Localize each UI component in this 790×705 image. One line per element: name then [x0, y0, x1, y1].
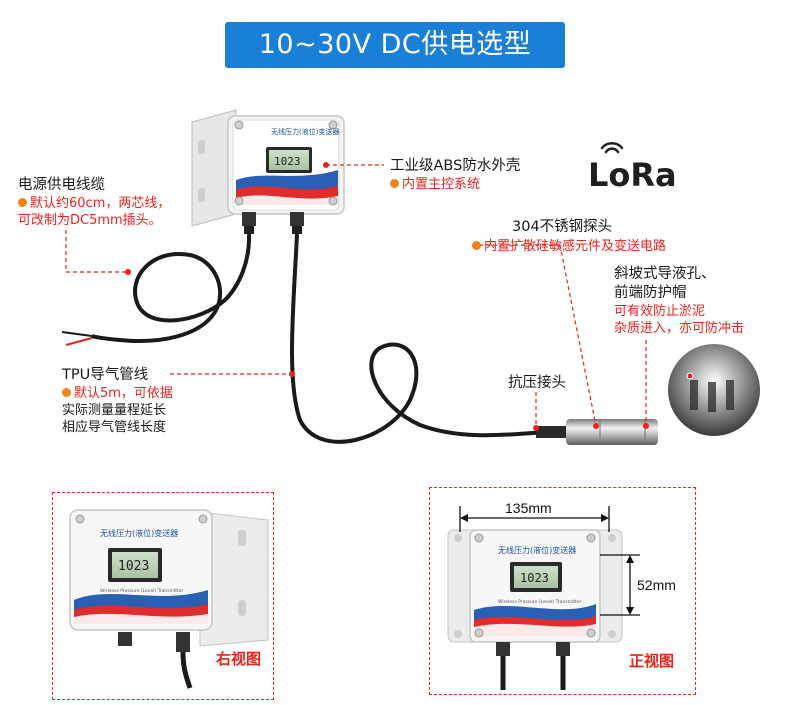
front-view-subtitle: Wireless Pressure (Level) Transmitter — [498, 599, 582, 605]
probe-heading: 304不锈钢探头 — [512, 219, 613, 235]
right-view-brand-text: 无线压力(液位)变送器 — [100, 528, 178, 538]
device-brand-text: 无线压力(液位)变送器 — [271, 127, 339, 136]
right-view-device — [69, 509, 269, 689]
cap-callout: 斜坡式导液孔、 前端防护帽 可有效防止淤泥 杂质进入，亦可防冲击 — [614, 265, 744, 337]
cap-heading-2: 前端防护帽 — [614, 285, 687, 301]
bullet-dot — [472, 241, 481, 250]
front-view-device — [447, 529, 623, 690]
tpu-callout: TPU导气管线 默认5m，可依据 实际测量量程延长 相应导气管线长度 — [62, 366, 173, 436]
bullet-dot — [18, 198, 27, 207]
fitting-heading: 抗压接头 — [508, 375, 566, 391]
width-dimension-label: 135mm — [505, 500, 552, 516]
power-wire-red — [65, 337, 93, 346]
tpu-note-1: 默认5m，可依据 — [62, 385, 173, 402]
lora-logo-text: LoRa — [588, 156, 677, 194]
power-wire-black — [61, 331, 93, 337]
tpu-cable — [289, 233, 549, 444]
front-view-frame — [429, 487, 696, 695]
leader-lines — [65, 164, 647, 428]
right-view-subtitle: Wireless Pressure (Level) Transmitter — [100, 588, 184, 594]
probe-note-text: 内置扩散硅敏感元件及变送电路 — [484, 239, 667, 254]
leader-dots — [125, 162, 649, 431]
main-device — [191, 109, 345, 234]
front-view-caption: 正视图 — [629, 652, 675, 670]
device-display-value: 1023 — [274, 155, 301, 168]
power-cable-note-1-text: 默认约60cm，两芯线， — [30, 196, 171, 211]
enclosure-note-text: 内置主控系统 — [402, 177, 481, 192]
probe-cap-closeup — [668, 344, 760, 436]
right-view-caption: 右视图 — [216, 650, 262, 668]
probe-assembly — [536, 419, 658, 445]
power-cable — [91, 233, 252, 343]
tpu-heading: TPU导气管线 — [62, 367, 149, 383]
enclosure-note: 内置主控系统 — [390, 176, 520, 193]
tpu-note-3: 相应导气管线长度 — [62, 420, 167, 435]
page-title: 10~30V DC供电选型 — [225, 22, 565, 68]
bullet-dot — [390, 179, 399, 188]
power-cable-note-2: 可改制为DC5mm插头。 — [18, 213, 162, 228]
width-dimension — [459, 506, 610, 532]
lora-logo: LoRa — [588, 142, 688, 202]
enclosure-heading: 工业级ABS防水外壳 — [390, 158, 521, 174]
tpu-note-2: 实际测量量程延长 — [62, 403, 167, 418]
cap-note-1: 可有效防止淤泥 — [614, 304, 706, 319]
enclosure-callout: 工业级ABS防水外壳 内置主控系统 — [390, 157, 520, 193]
power-cable-note-1: 默认约60cm，两芯线， — [18, 195, 170, 212]
cap-note-2: 杂质进入，亦可防冲击 — [614, 321, 745, 336]
probe-note: 内置扩散硅敏感元件及变送电路 — [472, 238, 666, 255]
front-view-brand-text: 无线压力(液位)变送器 — [498, 545, 576, 555]
height-dimension — [600, 554, 640, 616]
height-dimension-label: 52mm — [637, 577, 676, 593]
bullet-dot — [62, 388, 71, 397]
tpu-note-1-text: 默认5m，可依据 — [74, 386, 173, 401]
power-cable-heading: 电源供电线缆 — [18, 177, 105, 193]
right-view-display: 1023 — [118, 559, 149, 574]
power-cable-callout: 电源供电线缆 默认约60cm，两芯线， 可改制为DC5mm插头。 — [18, 176, 170, 229]
right-view-frame — [52, 492, 274, 700]
cap-heading-1: 斜坡式导液孔、 — [614, 266, 716, 282]
front-view-display: 1023 — [520, 571, 549, 585]
